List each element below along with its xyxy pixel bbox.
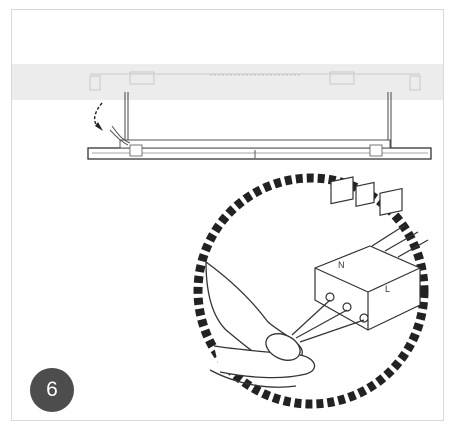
inserted-wires <box>291 299 365 343</box>
terminal-connector-icon: N L <box>314 176 429 331</box>
step-number-badge: 6 <box>30 368 74 412</box>
neutral-label: N <box>338 260 345 270</box>
hand-icon <box>205 260 316 388</box>
ceiling-band <box>12 64 443 100</box>
hanging-wires <box>124 92 392 148</box>
ceiling-frame-outline <box>89 71 421 91</box>
panel-light-icon <box>87 139 432 160</box>
detail-magnifier: N L <box>193 173 429 409</box>
cable-bend-arrow-icon <box>93 102 131 146</box>
live-label: L <box>385 284 390 294</box>
